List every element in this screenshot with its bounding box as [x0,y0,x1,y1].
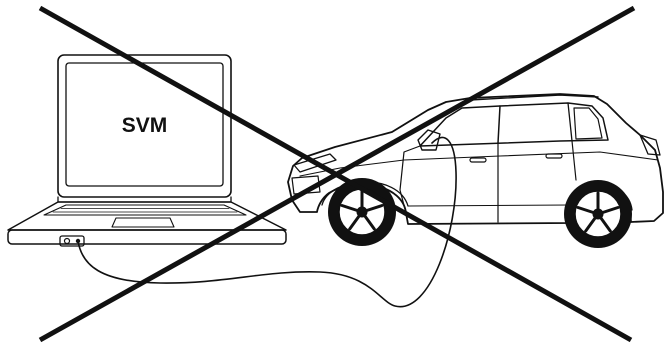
front-door-handle [470,158,486,162]
screen-label: SVM [122,114,168,137]
rear-wheel [564,180,632,248]
diagnostic-cable [78,137,456,306]
front-door-edge [400,146,420,213]
laptop-base-front [8,230,286,244]
port-socket [65,239,70,244]
roof-rail [462,95,598,103]
laptop-keyboard [44,205,246,215]
rear-hub [593,209,604,220]
prohibited-x-mark [40,8,634,340]
c-pillar [568,103,572,141]
side-sill [408,205,570,206]
rear-door-edge [572,141,576,180]
rear-door-handle [546,154,562,158]
front-hub [357,207,368,218]
laptop: SVM [8,55,286,246]
b-pillar [498,106,500,143]
laptop-touchpad [112,218,174,227]
